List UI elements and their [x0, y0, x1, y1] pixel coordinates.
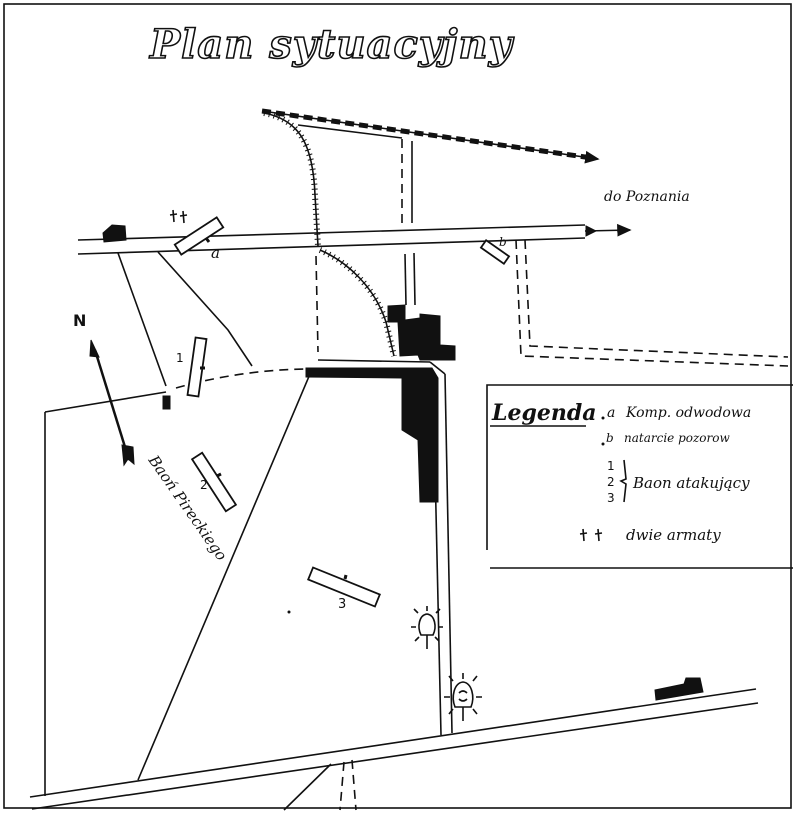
legend-heading: Legenda: [491, 400, 596, 426]
troop-3: 3: [307, 566, 381, 612]
troop-1: 1: [176, 336, 208, 398]
legend-brace: [619, 459, 627, 503]
troop-3-label: 3: [338, 597, 346, 612]
railway-siding: [263, 110, 397, 357]
legend-battalion-text: Baon atakujący: [632, 474, 750, 492]
western-roads: [44, 251, 311, 796]
legend-cannons-text: dwie armaty: [626, 526, 721, 544]
road-end-marker: [585, 225, 598, 237]
bottom-road: [29, 688, 759, 811]
north-arrow-tail: [121, 444, 135, 467]
legend-key-1: 1: [607, 459, 615, 473]
map-title: Plan sytuacyjny: [149, 21, 515, 68]
legend-key-b: b: [606, 431, 614, 445]
building-long: [305, 367, 439, 503]
north-arrow: N: [73, 311, 135, 467]
legend: Legenda a Komp. odwodowa b natarcie pozo…: [486, 384, 793, 569]
troop-2-label: 2: [200, 478, 208, 492]
tree-icon: [444, 673, 482, 721]
legend-text-b: natarcie pozorow: [624, 431, 730, 445]
troop-2: 2: [190, 451, 238, 513]
direction-label: do Poznania: [604, 189, 690, 205]
cannon-pair-icon: [579, 528, 603, 542]
upper-roads: [315, 139, 431, 363]
road-unit-label: Baoń Pireckiego: [144, 451, 231, 564]
legend-key-2: 2: [607, 475, 615, 489]
legend-key-a: a: [607, 405, 615, 421]
north-arrow-head: [89, 339, 100, 358]
legend-key-3: 3: [607, 491, 615, 505]
cannon-pair-icon: [169, 209, 188, 224]
rail-side-road: [297, 124, 403, 139]
north-label: N: [73, 311, 86, 330]
troop-a: a: [173, 216, 225, 262]
troop-b: b: [479, 235, 511, 265]
railway: [261, 108, 600, 164]
troop-a-label: a: [211, 244, 220, 262]
legend-text-a: Komp. odwodowa: [625, 405, 751, 421]
map-dot: [287, 610, 291, 614]
map-frame: [3, 3, 792, 809]
building-southeast: [654, 677, 704, 701]
building-small: [162, 395, 171, 410]
building-west: [102, 224, 127, 243]
building-complex: [387, 304, 456, 361]
buildings: [102, 224, 704, 701]
troop-1-label: 1: [176, 351, 184, 365]
main-road: [77, 223, 632, 255]
dashed-road-east: [515, 239, 789, 367]
tree-icon: [411, 606, 443, 649]
troop-b-label: b: [499, 235, 507, 249]
